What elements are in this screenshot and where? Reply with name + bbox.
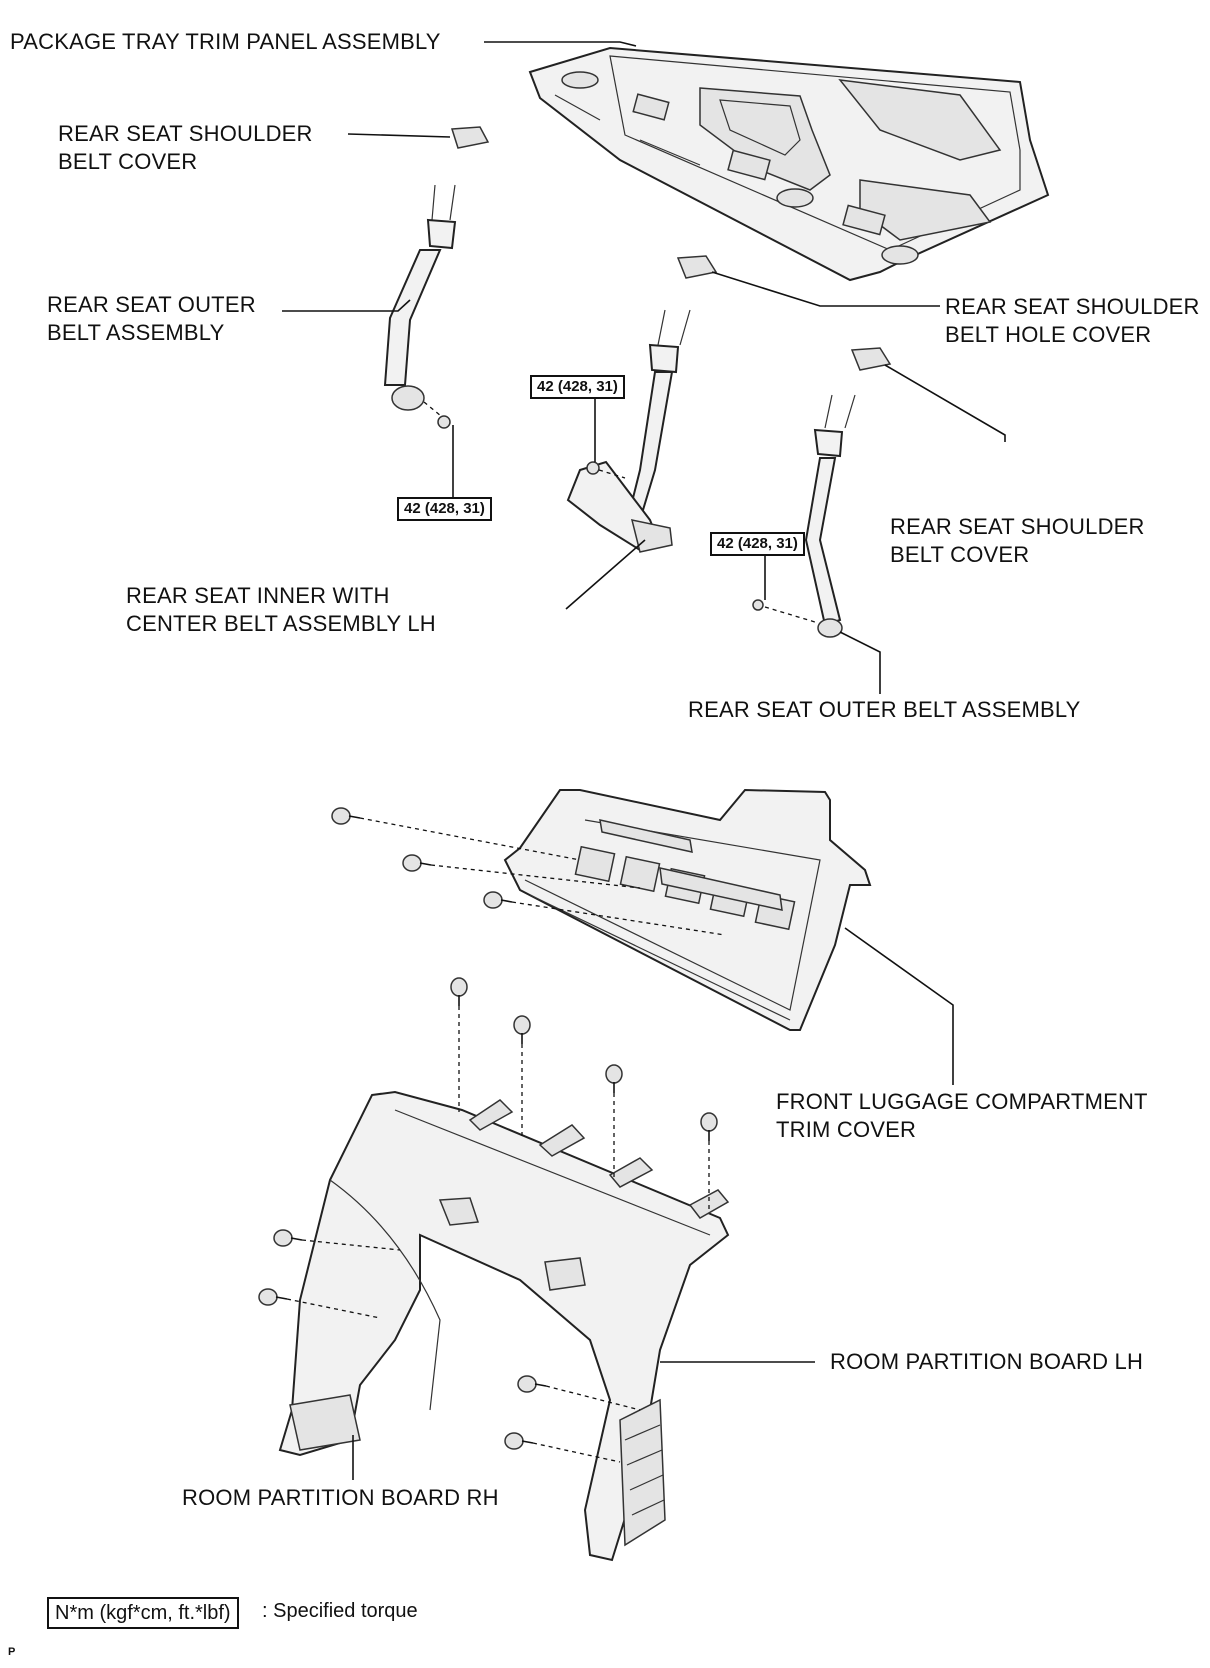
label-shoulder-cover-left-line2: BELT COVER (58, 149, 198, 174)
legend-description: : Specified torque (262, 1600, 418, 1622)
torque-callout-right: 42 (428, 31) (710, 532, 805, 556)
label-front-luggage-line1: FRONT LUGGAGE COMPARTMENT (776, 1089, 1148, 1114)
label-package-tray: PACKAGE TRAY TRIM PANEL ASSEMBLY (10, 29, 441, 54)
shoulder-belt-hole-cover (676, 255, 718, 279)
label-outer-belt-left-line2: BELT ASSEMBLY (47, 320, 225, 345)
label-hole-cover-line2: BELT HOLE COVER (945, 322, 1152, 347)
torque-callout-left: 42 (428, 31) (397, 497, 492, 521)
room-partition-board (278, 1090, 730, 1562)
leader-lines (282, 41, 1006, 1480)
label-shoulder-cover-left-line1: REAR SEAT SHOULDER (58, 121, 313, 146)
label-shoulder-cover-right-line2: BELT COVER (890, 542, 1030, 567)
label-inner-center-line1: REAR SEAT INNER WITH (126, 583, 390, 608)
shoulder-belt-cover-left (450, 126, 490, 149)
legend-torque-unit-box: N*m (kgf*cm, ft.*lbf) (47, 1597, 239, 1629)
label-shoulder-cover-right-line1: REAR SEAT SHOULDER (890, 514, 1145, 539)
label-outer-belt-right: REAR SEAT OUTER BELT ASSEMBLY (688, 697, 1081, 722)
label-partition-rh: ROOM PARTITION BOARD RH (182, 1485, 499, 1510)
label-inner-center-line2: CENTER BELT ASSEMBLY LH (126, 611, 436, 636)
label-outer-belt-left-line1: REAR SEAT OUTER (47, 292, 256, 317)
shoulder-belt-cover-right (850, 347, 892, 371)
front-luggage-trim-cover (503, 788, 872, 1031)
outer-belt-left (383, 184, 457, 429)
torque-callout-center: 42 (428, 31) (530, 375, 625, 399)
label-front-luggage-line2: TRIM COVER (776, 1117, 917, 1142)
alignment-lines (286, 401, 816, 1463)
inner-center-belt (566, 309, 691, 553)
corner-mark: P (8, 1646, 16, 1658)
label-hole-cover-line1: REAR SEAT SHOULDER (945, 294, 1200, 319)
clip-icons (258, 807, 718, 1450)
label-partition-lh: ROOM PARTITION BOARD LH (830, 1349, 1144, 1374)
outer-belt-right (752, 394, 856, 638)
package-tray-trim-panel (528, 46, 1050, 282)
